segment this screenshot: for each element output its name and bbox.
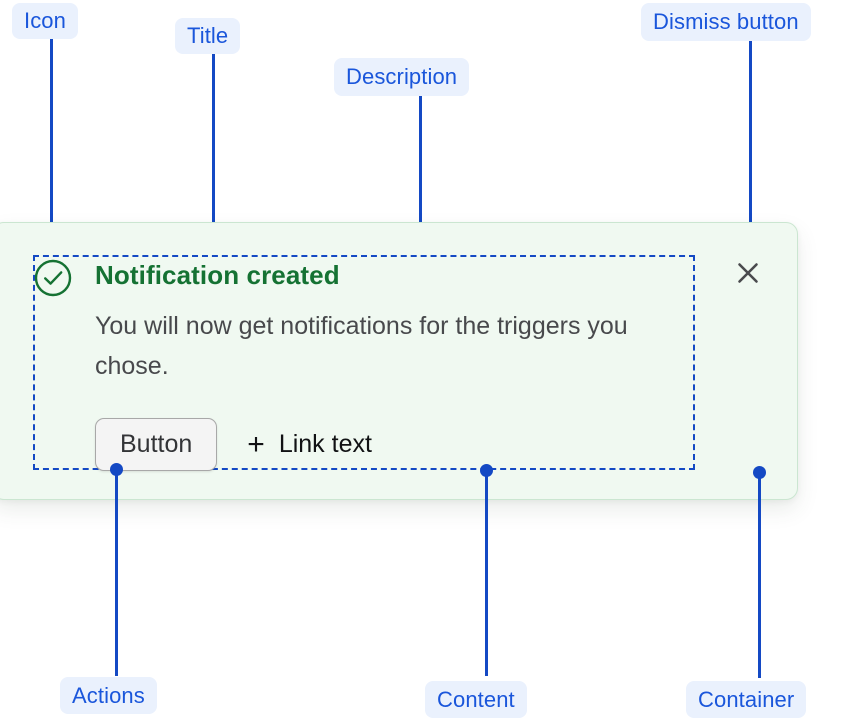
notification-description: You will now get notifications for the t… [95, 312, 628, 380]
annotation-chip-container: Container [686, 681, 807, 718]
leader-line-content [485, 472, 488, 676]
notification-title: Notification created [95, 260, 340, 290]
leader-dot-actions [110, 463, 123, 476]
action-button[interactable]: Button [95, 418, 218, 471]
leader-dot-content [480, 464, 493, 477]
leader-line-actions [115, 470, 118, 676]
plus-icon: + [247, 427, 265, 461]
annotation-chip-content: Content [425, 681, 527, 718]
check-circle-icon [33, 258, 73, 298]
action-link[interactable]: + Link text [247, 427, 372, 461]
leader-line-icon [50, 39, 53, 249]
leader-line-dismiss [749, 41, 752, 247]
action-link-label: Link text [278, 430, 372, 458]
annotation-chip-icon: Icon [12, 3, 78, 39]
annotation-chip-actions: Actions [60, 677, 157, 714]
annotation-chip-dismiss-button: Dismiss button [641, 3, 811, 41]
leader-line-description [419, 96, 422, 302]
notification-actions: Button + Link text [95, 418, 372, 471]
dismiss-button[interactable] [731, 257, 765, 291]
leader-dot-container [753, 466, 766, 479]
leader-line-container [758, 474, 761, 678]
close-icon [734, 259, 762, 290]
leader-line-title [212, 54, 215, 262]
annotation-chip-title: Title [175, 18, 241, 54]
annotation-chip-description: Description [334, 58, 470, 96]
